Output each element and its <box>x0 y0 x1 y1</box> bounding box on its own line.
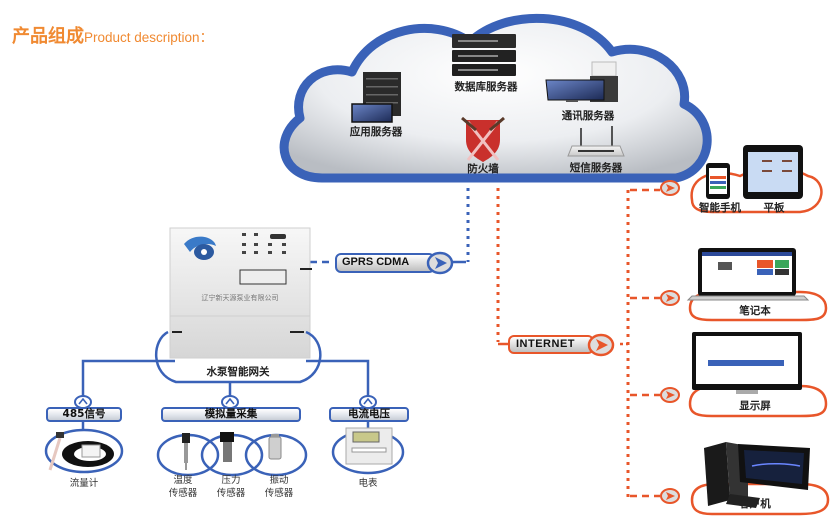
communication-server-label: 通讯服务器 <box>561 110 615 122</box>
temperature-label-l2: 传感器 <box>168 488 198 499</box>
laptop-label: 笔记本 <box>739 305 771 317</box>
pressure-sensor-label: 压力 传感器 <box>206 474 256 500</box>
desktop-pc-icon <box>704 442 810 508</box>
title-en: Product description <box>84 30 200 45</box>
gprs-link <box>310 188 470 264</box>
gprs-cdma-tag: GPRS CDMA <box>335 253 435 273</box>
tablet-label: 平板 <box>763 202 785 214</box>
temperature-sensor-label: 温度 传感器 <box>158 474 208 500</box>
monitor-label: 显示屏 <box>739 400 771 412</box>
title-suffix: ： <box>199 30 214 45</box>
temperature-label-l1: 温度 <box>173 475 193 486</box>
flowmeter-label: 流量计 <box>69 478 99 489</box>
pressure-label-l2: 传感器 <box>216 488 246 499</box>
monitor-icon <box>692 332 802 394</box>
gateway-oval <box>154 330 322 384</box>
arrow-right-icon <box>660 180 680 196</box>
database-server-label: 数据库服务器 <box>454 81 518 93</box>
analog-pill: 模拟量采集 <box>161 407 301 422</box>
gateway-company-label: 辽宁新天源泵业有限公司 <box>201 294 279 302</box>
gprs-arrow-icon <box>426 251 454 275</box>
database-server-icon <box>452 34 516 76</box>
sms-server-label: 短信服务器 <box>569 162 623 174</box>
internet-tag: INTERNET <box>508 335 594 354</box>
arrow-right-icon <box>660 387 680 403</box>
internet-label: INTERNET <box>516 338 575 350</box>
arrow-up-icon <box>221 395 239 409</box>
flowmeter-icon <box>48 432 114 471</box>
vibration-sensor-label: 振动 传感器 <box>254 474 304 500</box>
router-icon <box>567 126 625 157</box>
pc-label: 客户机 <box>739 498 771 510</box>
power-meter-icon <box>345 427 393 465</box>
title-cn: 产品组成 <box>12 26 84 47</box>
client-arrow-icons <box>660 180 680 504</box>
smartphone-label: 智能手机 <box>699 202 741 214</box>
communication-server-icon <box>545 61 618 102</box>
rs485-pill: 485信号 <box>46 407 122 422</box>
internet-link <box>496 188 660 500</box>
power-pill: 电流电压 <box>329 407 409 422</box>
page-title: 产品组成Product description： <box>12 22 213 48</box>
gateway-device-icon <box>169 227 312 359</box>
gateway-label: 水泵智能网关 <box>206 366 270 378</box>
laptop-icon <box>686 248 810 301</box>
vibration-sensor-icon <box>268 434 282 460</box>
arrow-right-icon <box>660 488 680 504</box>
pressure-sensor-icon <box>220 432 234 462</box>
phone-tablet-icon <box>706 145 803 199</box>
input-arrow-icons <box>74 395 377 409</box>
firewall-shield-icon <box>461 116 505 162</box>
application-server-icon <box>351 72 401 123</box>
application-server-label: 应用服务器 <box>349 126 403 138</box>
vibration-label-l1: 振动 <box>269 475 289 486</box>
power-meter-label: 电表 <box>358 478 378 489</box>
internet-arrow-icon <box>587 333 615 357</box>
pressure-label-l1: 压力 <box>221 475 241 486</box>
temperature-sensor-icon <box>182 433 190 470</box>
arrow-up-icon <box>359 395 377 409</box>
vibration-label-l2: 传感器 <box>264 488 294 499</box>
firewall-label: 防火墙 <box>467 163 499 175</box>
gprs-cdma-label: GPRS CDMA <box>342 256 410 268</box>
arrow-right-icon <box>660 290 680 306</box>
